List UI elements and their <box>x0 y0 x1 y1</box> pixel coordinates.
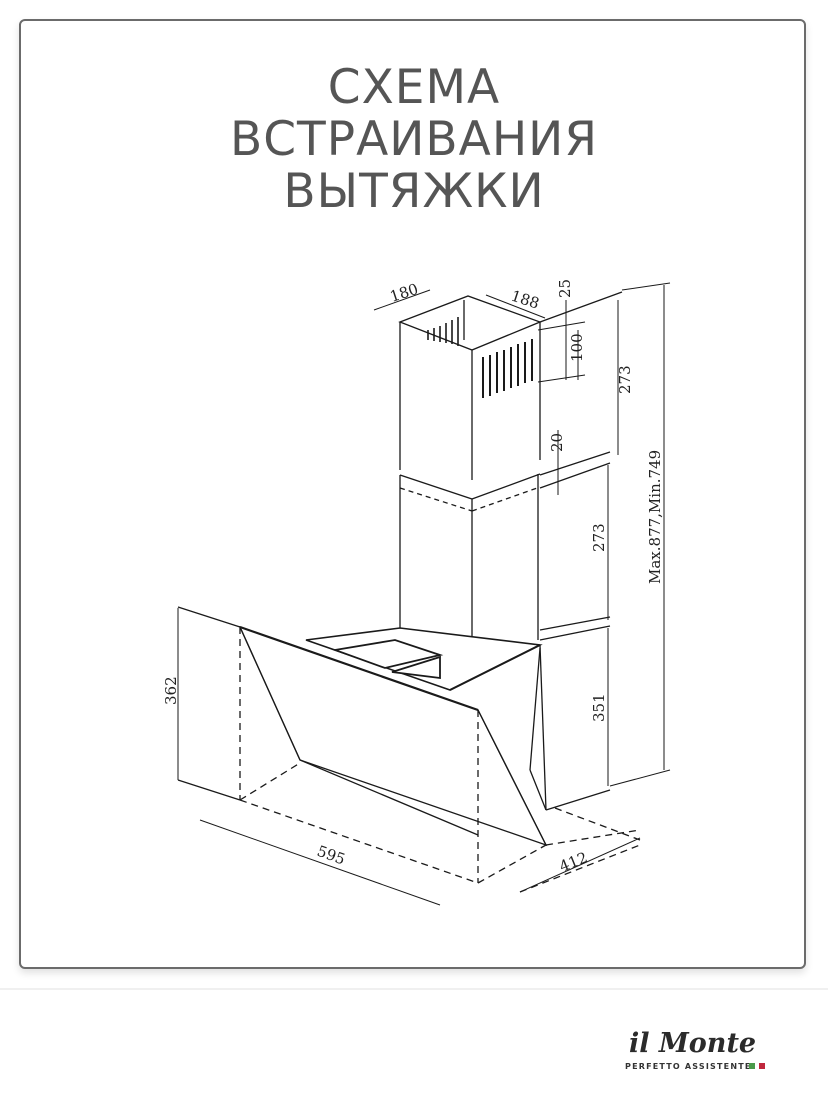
dim-595: 595 <box>315 842 348 869</box>
dim-100: 100 <box>568 333 586 362</box>
hood-body <box>177 606 641 893</box>
flag-red-square <box>759 1063 765 1069</box>
dim-351: 351 <box>590 693 608 722</box>
brand-tagline: PERFETTO ASSISTENTE <box>625 1062 752 1071</box>
page-title: СХЕМА ВСТРАИВАНИЯ ВЫТЯЖКИ <box>0 62 828 218</box>
dim-25: 25 <box>556 279 574 298</box>
brand-logo: il Monte PERFETTO ASSISTENTE <box>625 1028 775 1076</box>
diagram-frame <box>19 19 806 969</box>
dim-lower-273: 273 <box>590 523 608 552</box>
dimension-lines <box>177 282 671 906</box>
brand-name: il Monte <box>629 1028 757 1059</box>
flag-green-square <box>749 1063 755 1069</box>
title-line-1: СХЕМА <box>327 60 501 115</box>
upper-chimney <box>398 295 542 480</box>
dim-total-height: Max.877,Min.749 <box>646 450 664 584</box>
dim-180: 180 <box>388 280 421 306</box>
lower-chimney <box>399 291 623 662</box>
dim-412: 412 <box>557 848 590 875</box>
dim-20: 20 <box>548 433 566 452</box>
dim-upper-273: 273 <box>616 365 634 394</box>
dim-362: 362 <box>162 676 180 705</box>
title-line-2: ВСТРАИВАНИЯ <box>230 112 598 167</box>
footer-divider <box>0 988 828 990</box>
title-line-3: ВЫТЯЖКИ <box>283 164 545 219</box>
dim-188: 188 <box>509 287 542 313</box>
